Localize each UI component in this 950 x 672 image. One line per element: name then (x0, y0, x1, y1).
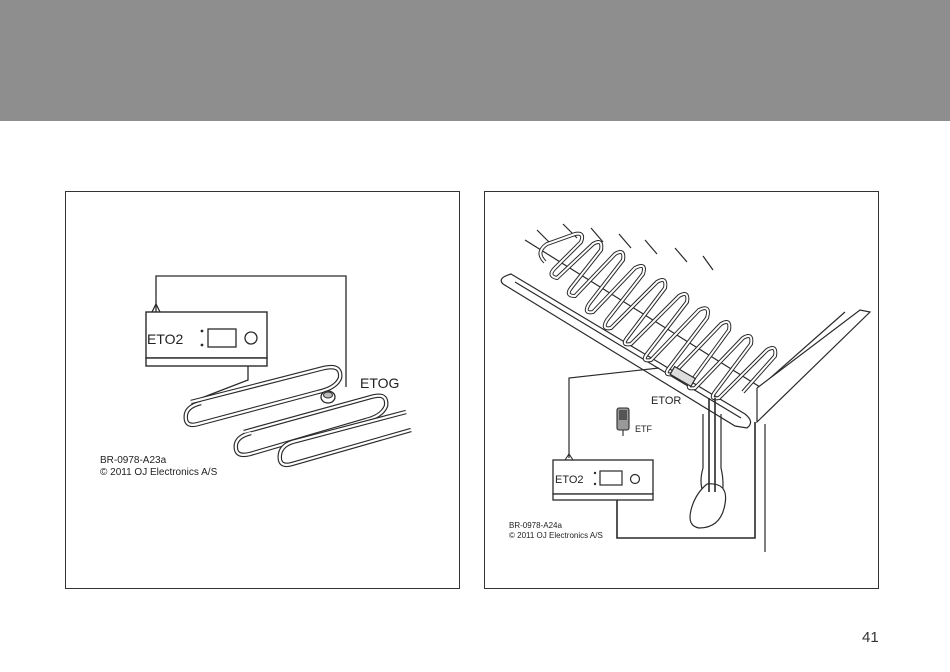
controller-label: ETO2 (147, 331, 184, 347)
sensor-label: ETOG (360, 375, 399, 391)
heating-cable-loop-1 (186, 367, 340, 425)
header-band (0, 0, 950, 121)
controller-display (600, 471, 622, 485)
copyright-text: © 2011 OJ Electronics A/S (100, 467, 218, 478)
controller-knob (245, 332, 257, 344)
ground-heating-illustration: ETO2 ETOG BR-0978-A23a © 2011 OJ Electro… (66, 192, 461, 590)
drawing-reference: BR-0978-A24a (509, 521, 562, 530)
heating-cable-loop-3 (280, 412, 411, 465)
fascia (757, 310, 870, 422)
etor-wire (569, 368, 659, 458)
eto2-controller: ETO2 (553, 454, 653, 500)
eto2-controller: ETO2 (146, 312, 267, 366)
figure-ground-heating: ETO2 ETOG BR-0978-A23a © 2011 OJ Electro… (65, 191, 460, 589)
etor-label: ETOR (651, 395, 681, 407)
roof-gutter-illustration: ETO2 ETOR ETF BR-0978-A24a © 2011 OJ Ele… (485, 192, 880, 590)
page-number: 41 (862, 629, 879, 646)
controller-label: ETO2 (555, 474, 584, 486)
etf-sensor (617, 408, 629, 436)
controller-knob (631, 475, 640, 484)
etog-sensor (321, 391, 335, 403)
drawing-reference: BR-0978-A23a (100, 455, 167, 466)
etf-label: ETF (635, 424, 653, 434)
figure-roof-gutter-heating: ETO2 ETOR ETF BR-0978-A24a © 2011 OJ Ele… (484, 191, 879, 589)
copyright-text: © 2011 OJ Electronics A/S (509, 531, 603, 540)
controller-display (208, 329, 236, 347)
